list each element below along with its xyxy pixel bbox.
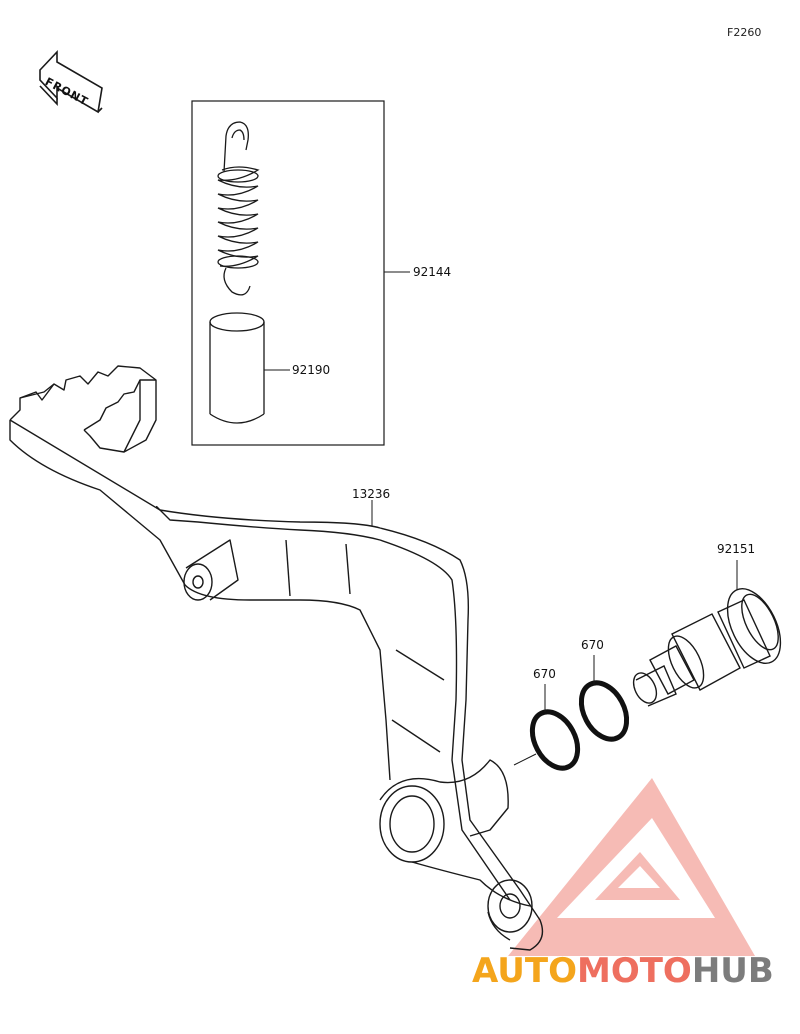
- watermark-text: AUTOMOTOHUB: [472, 951, 774, 991]
- watermark-part1: AUTO: [472, 951, 577, 991]
- part-label-92144: 92144: [413, 265, 452, 279]
- kit-box: [191, 100, 385, 446]
- pivot-bolt-icon: [632, 588, 782, 707]
- brake-pedal-icon: [9, 365, 544, 951]
- o-ring-icon: [529, 680, 630, 771]
- watermark-part2: MOTO: [576, 951, 692, 991]
- spring-icon: [217, 121, 260, 296]
- part-label-92190: 92190: [292, 363, 331, 377]
- part-label-670-right: 670: [581, 638, 604, 652]
- collar-icon: [209, 312, 265, 424]
- part-label-670-left: 670: [533, 667, 556, 681]
- watermark-part3: HUB: [691, 951, 774, 991]
- part-label-13236: 13236: [352, 487, 391, 501]
- part-label-92151: 92151: [717, 542, 756, 556]
- watermark-logo: [508, 778, 755, 956]
- front-arrow-icon: [39, 49, 103, 114]
- figure-code: F2260: [727, 26, 762, 39]
